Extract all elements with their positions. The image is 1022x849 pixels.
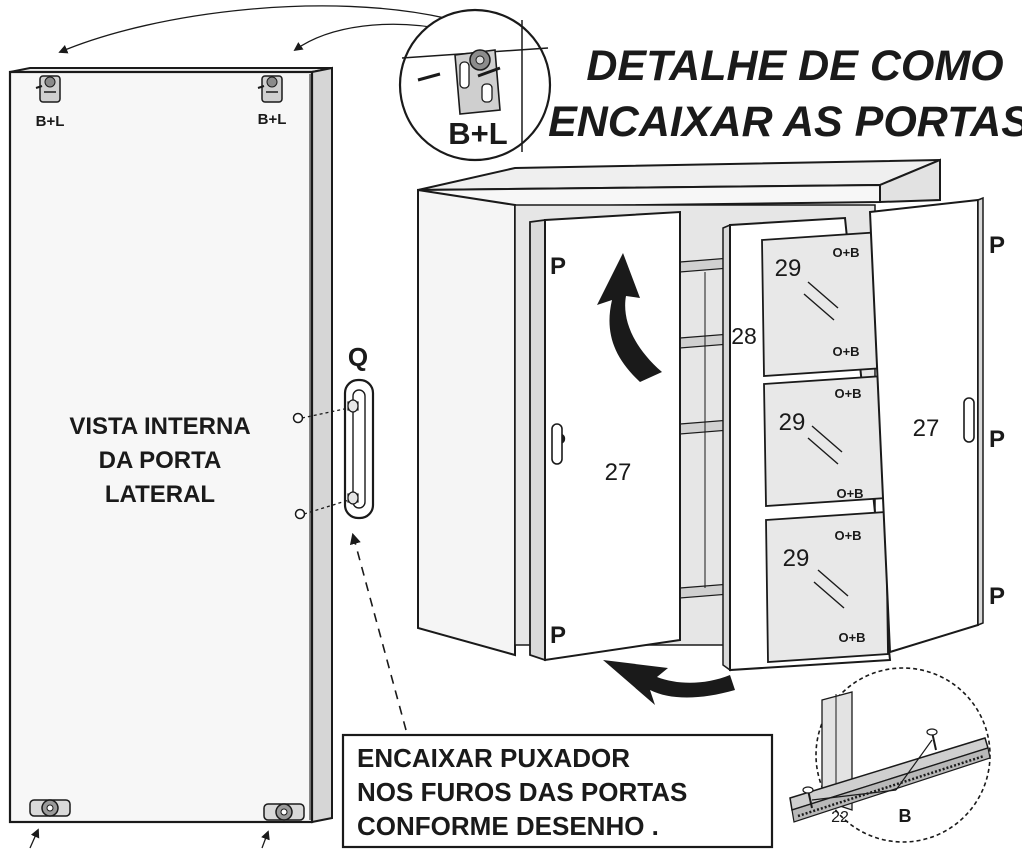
panel-label-line-1: VISTA INTERNA [69,413,250,440]
marker-ob: O+B [832,344,859,359]
title-line-1: DETALHE DE COMO [586,42,1003,90]
door-handle: Q [301,342,375,520]
marker-ob: O+B [834,528,861,543]
part-number-frame: 28 [731,323,757,349]
part-number-glass: 29 [783,545,810,572]
screw-icon [802,786,814,809]
marker-ob: O+B [832,245,859,260]
screw-icon [926,728,938,751]
marker-p: P [550,622,566,649]
door-handle-mini [963,397,975,443]
wheel-icon [29,799,71,817]
hinge-zoom-detail: B+L [398,8,552,162]
glass-panel: 29 O+B O+B [763,375,887,507]
marker-ob: O+B [838,630,865,645]
zoom-hinge-label: B+L [448,116,507,151]
rail-part-number: 22 [831,809,849,826]
rail-zoom-detail: 22 B [789,667,991,843]
panel-label-line-3: LATERAL [105,481,215,508]
shelf-lines [679,257,731,599]
marker-p: P [989,232,1005,259]
marker-p: P [989,583,1005,610]
hinge-label-right: B+L [258,111,287,128]
marker-p: P [550,253,566,280]
rail-marker: B [899,806,912,826]
instruction-line-2: NOS FUROS DAS PORTAS [357,777,687,807]
handle-label: Q [348,342,368,372]
pointer-arrow [29,828,40,849]
pointer-arrow [261,830,270,849]
hinge-icon [35,75,61,103]
hinge-icon [257,75,283,103]
dashed-leader [349,532,407,731]
wheel-icon [263,803,305,821]
door-handle-mini [551,423,563,465]
marker-p: P [989,426,1005,453]
side-panel: B+L B+L VISTA INTERNA DA PORTA LATERAL [8,66,333,849]
handle-hole [292,412,304,424]
part-number-right-door: 27 [913,415,940,442]
glass-panel: 29 O+B O+B [761,231,885,377]
part-number-glass: 29 [775,255,802,282]
rotation-arrow-down-icon [603,660,735,705]
pointer-arrow-to-left-hinge [58,5,446,54]
title-line-2: ENCAIXAR AS PORTAS [548,98,1022,146]
glass-panel: 29 O+B O+B [765,511,889,663]
part-number-glass: 29 [779,409,806,436]
cabinet: P P P 27 28 29 O+B O+B [417,158,1005,705]
marker-ob: O+B [834,386,861,401]
instruction-line-1: ENCAIXAR PUXADOR [357,743,630,773]
instruction-box: ENCAIXAR PUXADOR NOS FUROS DAS PORTAS CO… [341,733,774,849]
instruction-line-3: CONFORME DESENHO . [357,811,659,841]
glass-door-frame: 28 29 O+B O+B 29 O+B O+B 29 O+ [722,216,892,672]
left-door: P P P 27 [529,210,681,662]
title-block: DETALHE DE COMO ENCAIXAR AS PORTAS [548,42,1022,146]
handle-hole [294,508,306,520]
rotation-arrow-up-icon [597,253,662,382]
panel-label-line-2: DA PORTA [99,447,222,474]
marker-ob: O+B [836,486,863,501]
right-door: 27 P P P [868,196,1005,654]
hinge-label-left: B+L [36,113,65,130]
part-number-left-door: 27 [605,459,632,486]
